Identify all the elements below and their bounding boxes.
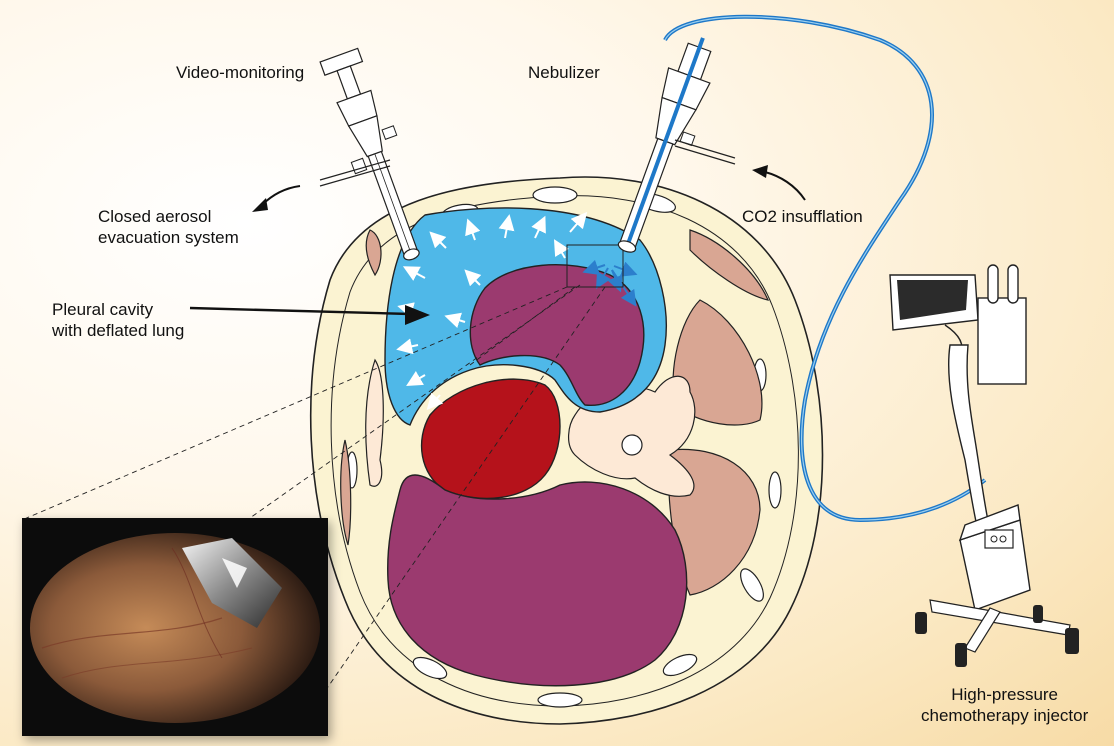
label-co2-insufflation: CO2 insufflation (742, 206, 863, 227)
label-pleural-line2: with deflated lung (52, 320, 184, 341)
evacuation-arrow-icon (262, 186, 300, 205)
label-injector: High-pressure chemotherapy injector (921, 684, 1088, 726)
label-injector-line2: chemotherapy injector (921, 705, 1088, 726)
label-injector-line1: High-pressure (921, 684, 1088, 705)
label-closed-aerosol: Closed aerosol evacuation system (98, 206, 239, 248)
label-nebulizer: Nebulizer (528, 62, 600, 83)
thoracoscopy-photo (22, 518, 328, 736)
label-pleural-line1: Pleural cavity (52, 299, 184, 320)
label-closed-aerosol-line1: Closed aerosol (98, 206, 239, 227)
label-pleural-cavity: Pleural cavity with deflated lung (52, 299, 184, 341)
insufflation-arrow-icon (765, 172, 805, 200)
injector-machine-icon (890, 265, 1079, 667)
label-closed-aerosol-line2: evacuation system (98, 227, 239, 248)
lower-organ (388, 475, 687, 686)
spinal-canal (622, 435, 642, 455)
label-video-monitoring: Video-monitoring (176, 62, 304, 83)
